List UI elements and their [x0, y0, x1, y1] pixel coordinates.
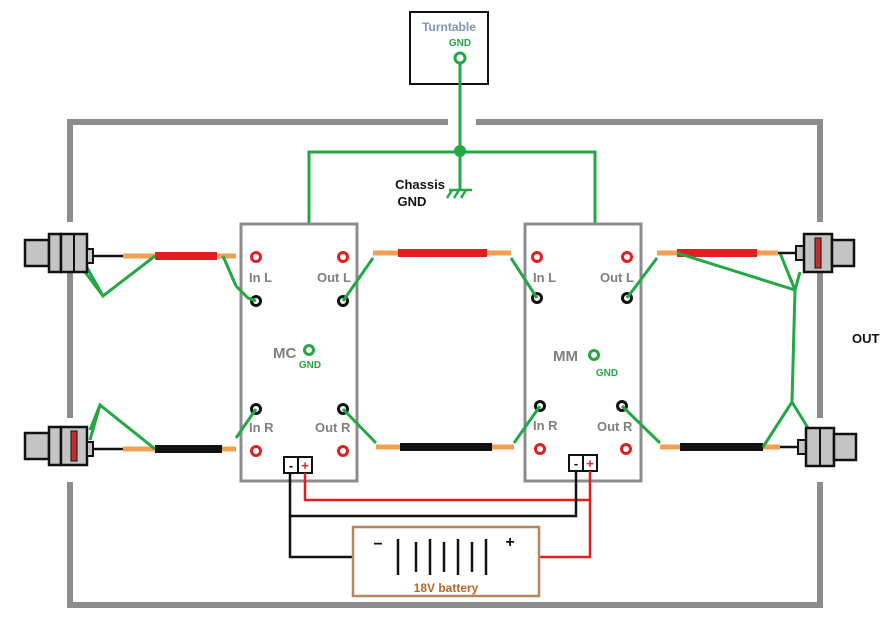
turntable-gnd-terminal: [453, 51, 467, 65]
rca-output-l: [778, 232, 856, 274]
mm-out-l-red-terminal: [621, 251, 633, 263]
battery: − + 18V battery: [351, 525, 541, 598]
turntable-title: Turntable: [422, 20, 476, 34]
mc-gnd-terminal: [303, 344, 315, 356]
mm-gnd-label: GND: [596, 368, 618, 379]
mm-board: In L Out L MM GND In R Out R - +: [523, 222, 643, 483]
mc-title: MC: [273, 345, 296, 362]
chassis-label-line2: GND: [398, 194, 427, 209]
mc-out-l-red-terminal: [337, 251, 349, 263]
battery-plus-label: +: [505, 534, 514, 551]
mc-in-r-red-terminal: [250, 445, 262, 457]
mm-minus-label: -: [574, 456, 578, 471]
mm-in-r-red-terminal: [534, 443, 546, 455]
battery-minus-label: −: [373, 536, 382, 553]
mc-out-r-label: Out R: [315, 420, 351, 435]
chassis-enclosure: [67, 119, 823, 608]
mm-power-terminal: - +: [568, 454, 598, 472]
mc-in-r-label: In R: [249, 420, 274, 435]
out-label: OUT: [852, 331, 880, 346]
rca-input-l: [23, 232, 123, 274]
rca-input-r: [23, 425, 123, 467]
mc-board: In L Out L MC GND In R Out R - +: [239, 222, 359, 483]
ground-junction: [454, 145, 466, 157]
mc-out-l-label: Out L: [317, 270, 351, 285]
mm-title: MM: [553, 348, 578, 365]
mc-out-r-red-terminal: [337, 445, 349, 457]
mm-out-l-label: Out L: [600, 270, 634, 285]
mm-in-l-red-terminal: [531, 251, 543, 263]
signal-wires: [123, 249, 780, 453]
signal-ground-wires: [83, 251, 810, 451]
mm-in-r-label: In R: [533, 418, 558, 433]
mm-plus-label: +: [586, 456, 594, 471]
mc-in-l-label: In L: [249, 270, 272, 285]
mm-out-r-label: Out R: [597, 419, 633, 434]
turntable-gnd-label: GND: [449, 38, 471, 49]
mm-in-l-label: In L: [533, 270, 556, 285]
chassis-ground-symbol: [445, 188, 472, 199]
mc-plus-label: +: [301, 458, 309, 473]
rca-output-r: [780, 426, 858, 468]
mc-in-l-red-terminal: [250, 251, 262, 263]
mc-power-terminal: - +: [283, 456, 313, 474]
mm-gnd-terminal: [588, 349, 600, 361]
mm-out-r-red-terminal: [620, 443, 632, 455]
mc-gnd-label: GND: [299, 360, 321, 371]
turntable-box: Turntable GND: [409, 11, 489, 85]
mc-minus-label: -: [289, 458, 293, 473]
chassis-label-line1: Chassis: [395, 177, 445, 192]
battery-label: 18V battery: [414, 581, 479, 595]
